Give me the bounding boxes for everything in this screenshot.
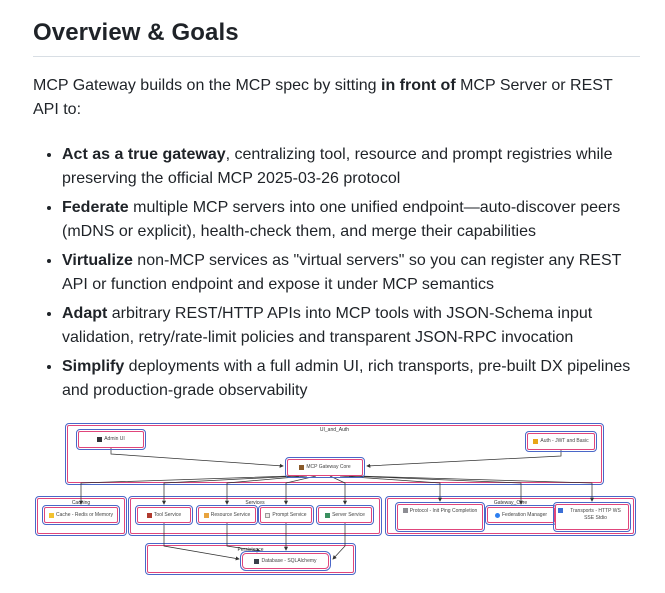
toolbox-icon bbox=[146, 512, 152, 518]
node-label: Resource Service bbox=[210, 511, 251, 518]
intro-text-bold: in front of bbox=[381, 77, 456, 94]
bullet-lead: Simplify bbox=[62, 358, 125, 375]
bullet-lead: Federate bbox=[62, 199, 129, 216]
node-tool-service: Tool Service bbox=[135, 505, 193, 525]
node-label: Cache - Redis or Memory bbox=[56, 511, 113, 518]
node-label: Database - SQLAlchemy bbox=[261, 557, 317, 564]
bullet-lead: Virtualize bbox=[62, 252, 133, 269]
bullet-text: arbitrary REST/HTTP APIs into MCP tools … bbox=[62, 305, 593, 346]
shuffle-icon bbox=[494, 512, 500, 518]
node-label: Protocol - Init Ping Completion bbox=[409, 508, 478, 514]
group-label: UI_and_Auth bbox=[319, 427, 350, 433]
architecture-diagram: UI_and_Auth Caching Services Gateway_Cor… bbox=[35, 413, 645, 593]
intro-text-pre: MCP Gateway builds on the MCP spec by si… bbox=[33, 77, 382, 94]
node-protocol: Protocol - Init Ping Completion bbox=[395, 502, 485, 532]
list-item: Adapt arbitrary REST/HTTP APIs into MCP … bbox=[62, 302, 640, 350]
list-item: Virtualize non-MCP services as "virtual … bbox=[62, 249, 640, 297]
door-icon bbox=[299, 465, 305, 470]
file-cabinet-icon bbox=[254, 558, 260, 564]
plug-icon bbox=[558, 508, 563, 513]
group-label: Caching bbox=[71, 500, 91, 506]
node-mcp-gateway-core: MCP Gateway Core bbox=[285, 457, 365, 478]
node-label: Server Service bbox=[332, 511, 365, 518]
node-prompt-service: Prompt Service bbox=[258, 505, 314, 525]
node-federation-manager: Federation Manager bbox=[485, 505, 557, 525]
bolt-icon bbox=[49, 512, 55, 518]
list-item: Simplify deployments with a full admin U… bbox=[62, 355, 640, 403]
node-label: Transports - HTTP WS SSE Stdio bbox=[570, 508, 621, 521]
monitor-icon bbox=[97, 437, 103, 442]
bullet-lead: Adapt bbox=[62, 305, 108, 322]
list-item: Act as a true gateway, centralizing tool… bbox=[62, 143, 640, 191]
list-item: Federate multiple MCP servers into one u… bbox=[62, 196, 640, 244]
node-admin-ui: Admin UI bbox=[76, 429, 146, 450]
node-label: Auth - JWT and Basic bbox=[540, 438, 589, 445]
node-database: Database - SQLAlchemy bbox=[240, 551, 331, 571]
page-title: Overview & Goals bbox=[33, 19, 640, 57]
server-icon bbox=[325, 512, 331, 518]
node-label: Prompt Service bbox=[272, 511, 307, 518]
bullet-lead: Act as a true gateway bbox=[62, 146, 226, 163]
intro-text-post: MCP Server or REST API to: bbox=[33, 77, 613, 118]
intro-paragraph: MCP Gateway builds on the MCP spec by si… bbox=[33, 74, 640, 122]
group-label: Services bbox=[245, 500, 265, 506]
node-transports: Transports - HTTP WS SSE Stdio bbox=[553, 502, 631, 532]
goals-list: Act as a true gateway, centralizing tool… bbox=[33, 143, 640, 403]
node-label: Admin UI bbox=[104, 436, 125, 443]
lock-icon bbox=[533, 439, 539, 444]
satellite-icon bbox=[402, 508, 408, 513]
node-server-service: Server Service bbox=[316, 505, 374, 525]
memo-icon bbox=[265, 512, 271, 518]
bullet-text: deployments with a full admin UI, rich t… bbox=[62, 358, 631, 399]
node-label: MCP Gateway Core bbox=[306, 464, 351, 471]
node-label: Federation Manager bbox=[501, 511, 548, 518]
folder-icon bbox=[203, 512, 209, 518]
bullet-text: non-MCP services as "virtual servers" so… bbox=[62, 252, 622, 293]
bullet-text: multiple MCP servers into one unified en… bbox=[62, 199, 621, 240]
node-cache: Cache - Redis or Memory bbox=[42, 505, 120, 525]
node-auth: Auth - JWT and Basic bbox=[525, 431, 597, 452]
node-resource-service: Resource Service bbox=[196, 505, 258, 525]
node-label: Tool Service bbox=[153, 511, 182, 518]
bullet-text: , centralizing tool, resource and prompt… bbox=[62, 146, 613, 187]
